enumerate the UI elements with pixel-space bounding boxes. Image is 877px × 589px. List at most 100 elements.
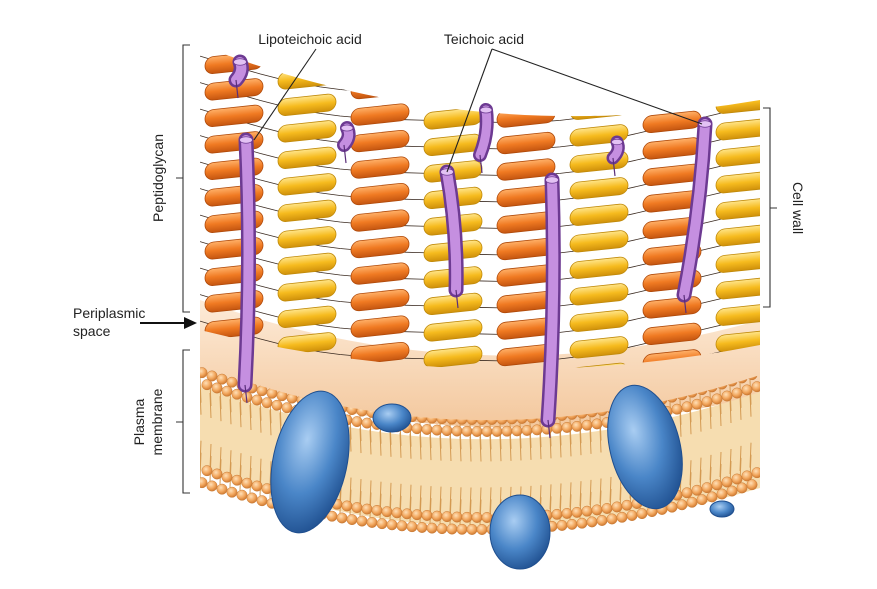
lipid-head [206, 480, 218, 492]
lipid-head [676, 499, 688, 511]
teichoic-acid-anchor [683, 294, 687, 314]
glycan-unit [350, 288, 410, 312]
lipid-tail [579, 430, 582, 456]
peptidoglycan-label: Peptidoglycan [150, 134, 166, 222]
glycan-unit [715, 197, 760, 220]
lipid-tail [529, 434, 532, 460]
lipid-head [701, 396, 713, 408]
lipid-head [461, 511, 473, 523]
glycan-unit [642, 137, 702, 160]
lipid-head [571, 506, 583, 518]
teichoic-acid-label: Teichoic acid [444, 31, 524, 47]
lipid-head [681, 401, 693, 413]
lipid-tail [439, 435, 442, 461]
cell-wall-label: Cell wall [790, 182, 806, 234]
lipid-tail [399, 432, 402, 458]
glycan-unit [496, 131, 556, 155]
lipid-tail [369, 480, 372, 506]
glycan-unit [496, 158, 556, 181]
lipid-head [216, 483, 228, 495]
lipid-tail [239, 453, 242, 479]
lipid-tail [349, 477, 352, 503]
lipid-tail [409, 433, 412, 459]
lipid-head [686, 496, 698, 508]
lipid-head [356, 515, 368, 527]
lipid-tail [569, 431, 572, 457]
glycan-unit [350, 156, 410, 179]
lipid-head [376, 518, 388, 530]
lipid-head [411, 423, 423, 435]
glycan-unit [350, 209, 410, 232]
lipid-head [366, 516, 378, 528]
teichoic-acid-anchor [455, 289, 459, 309]
glycan-unit [715, 65, 760, 88]
teichoic-acid-rod-cap [611, 138, 623, 146]
teichoic-acid-rod [543, 175, 559, 425]
lipid-head [200, 367, 208, 379]
lipid-tail [429, 486, 432, 512]
glycan-unit [350, 235, 410, 259]
lipid-head [581, 419, 593, 431]
lipid-tail [389, 431, 392, 457]
lipid-head [261, 397, 273, 409]
lipid-head [721, 390, 733, 402]
lipid-head [271, 399, 283, 411]
teichoic-acid-rod [442, 167, 462, 295]
glycan-unit [569, 177, 629, 200]
glycan-unit [350, 76, 410, 100]
teichoic-acid-rod-cap [545, 176, 559, 184]
lipid-tail [439, 486, 442, 512]
membrane-protein [372, 403, 412, 433]
lipid-head [246, 492, 258, 504]
lipid-tail [679, 411, 682, 437]
lipid-head [361, 417, 373, 429]
glycan-unit [350, 182, 410, 206]
lipid-head [601, 503, 613, 514]
lipid-head [431, 510, 443, 522]
glycan-unit [350, 315, 410, 338]
lipid-head [731, 473, 743, 485]
lipid-head [481, 512, 493, 523]
lipid-head [716, 488, 728, 500]
glycan-unit [423, 107, 483, 130]
glycan-unit [496, 105, 556, 128]
teichoic-acid-rods [228, 54, 713, 439]
teichoic-acid-anchor [235, 79, 239, 99]
lipid-tail [209, 443, 212, 470]
membrane-protein [489, 494, 551, 570]
teichoic-acid-rod [475, 105, 492, 160]
teichoic-acid-rod-cap [479, 106, 493, 114]
lipid-head [421, 510, 433, 521]
lipid-tail [479, 487, 482, 513]
lipid-tail [599, 478, 602, 504]
lipid-tail [409, 484, 412, 510]
teichoic-acid-rod-cap [698, 120, 712, 128]
lipid-head [336, 512, 348, 524]
teichoic-acid-rod-cap [233, 58, 247, 66]
lipid-tail [729, 398, 732, 424]
lipid-tail [379, 430, 382, 456]
glycan-unit [715, 303, 760, 326]
lipid-head [216, 373, 228, 385]
lipid-tail [709, 454, 712, 480]
lipid-head [231, 388, 243, 400]
lipid-head [721, 476, 733, 488]
lipid-head [521, 424, 533, 436]
lipid-head [696, 494, 708, 506]
lipid-head [411, 509, 423, 521]
lipid-head [611, 501, 623, 513]
membrane-protein [270, 390, 350, 534]
lipid-tail [449, 436, 452, 462]
lipid-head [351, 416, 363, 428]
lipid-head [351, 502, 363, 514]
lipid-tail [689, 460, 692, 486]
lipid-tail [229, 450, 232, 476]
plasma-membrane-bracket [176, 349, 190, 494]
glycan-unit [642, 322, 702, 346]
lipid-head [281, 402, 293, 414]
glycan-unit [204, 104, 264, 127]
glycan-unit [715, 171, 760, 194]
glycan-unit [715, 224, 760, 247]
lipoteichoic-acid-label: Lipoteichoic acid [258, 31, 362, 47]
